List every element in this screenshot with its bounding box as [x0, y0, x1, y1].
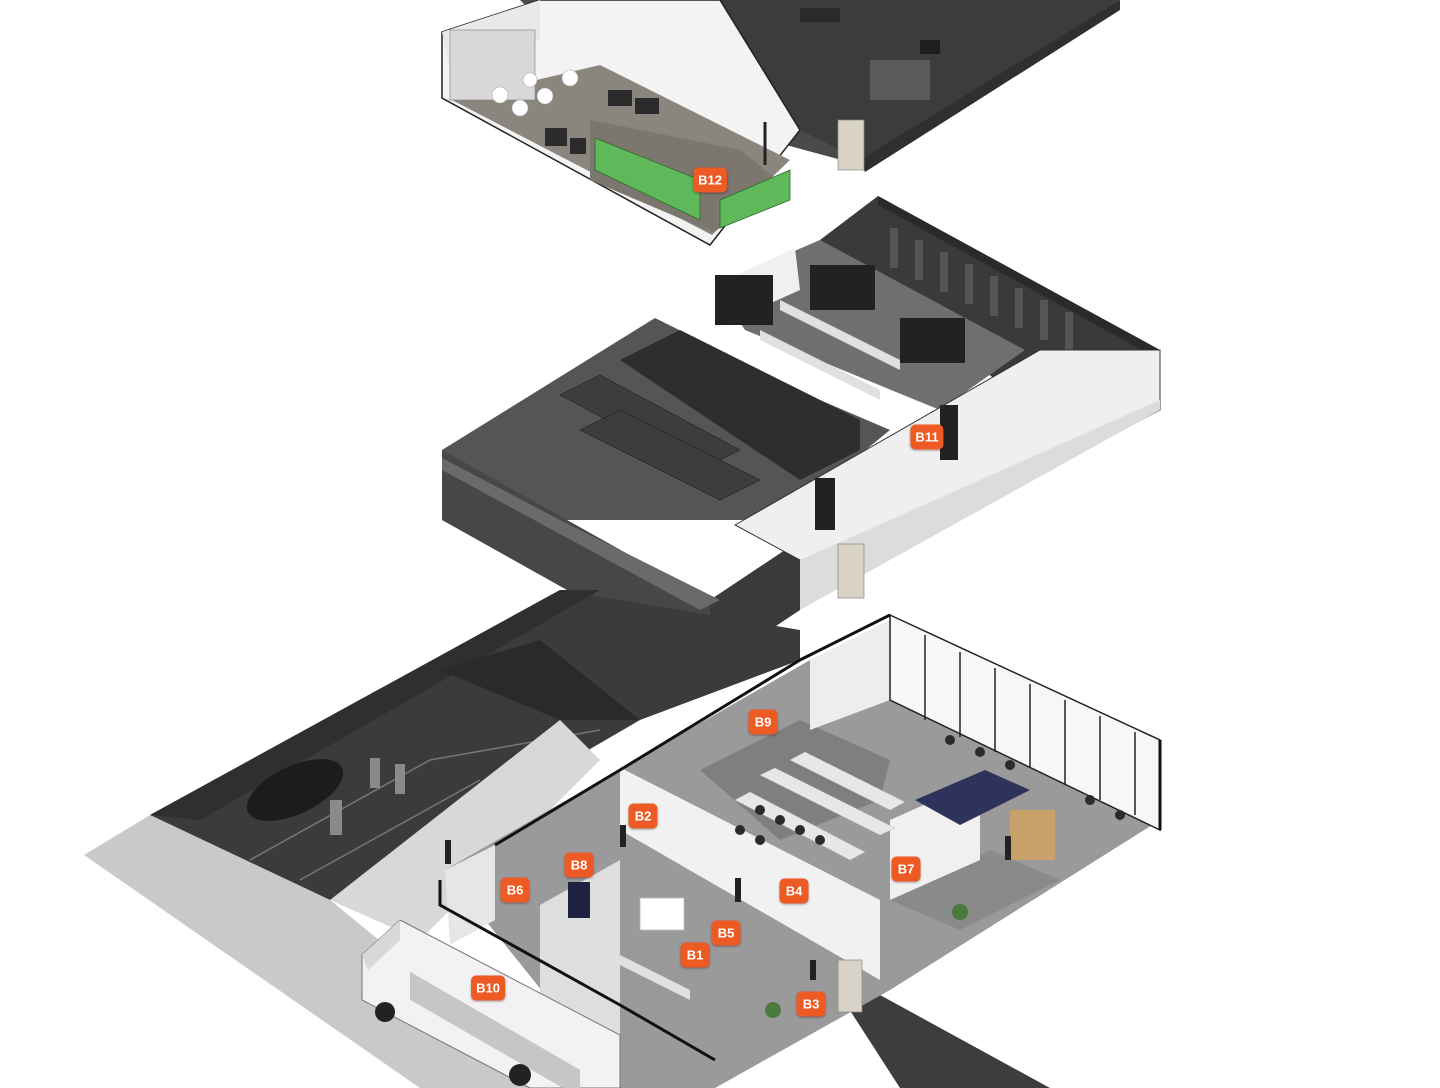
marker-b9[interactable]: B9	[748, 709, 778, 735]
marker-b12[interactable]: B12	[693, 167, 727, 193]
marker-b8[interactable]: B8	[564, 852, 594, 878]
ground-floor	[84, 590, 1162, 1088]
marker-b3[interactable]: B3	[796, 991, 826, 1017]
bus	[361, 919, 621, 1088]
marker-b2[interactable]: B2	[628, 803, 658, 829]
marker-b1[interactable]: B1	[680, 942, 710, 968]
marker-b7[interactable]: B7	[891, 856, 921, 882]
marker-b6[interactable]: B6	[500, 877, 530, 903]
marker-b5[interactable]: B5	[711, 920, 741, 946]
top-floor	[441, 0, 1120, 246]
marker-b10[interactable]: B10	[471, 975, 505, 1001]
middle-floor	[442, 196, 1161, 670]
marker-b4[interactable]: B4	[779, 878, 809, 904]
marker-b11[interactable]: B11	[910, 424, 944, 450]
